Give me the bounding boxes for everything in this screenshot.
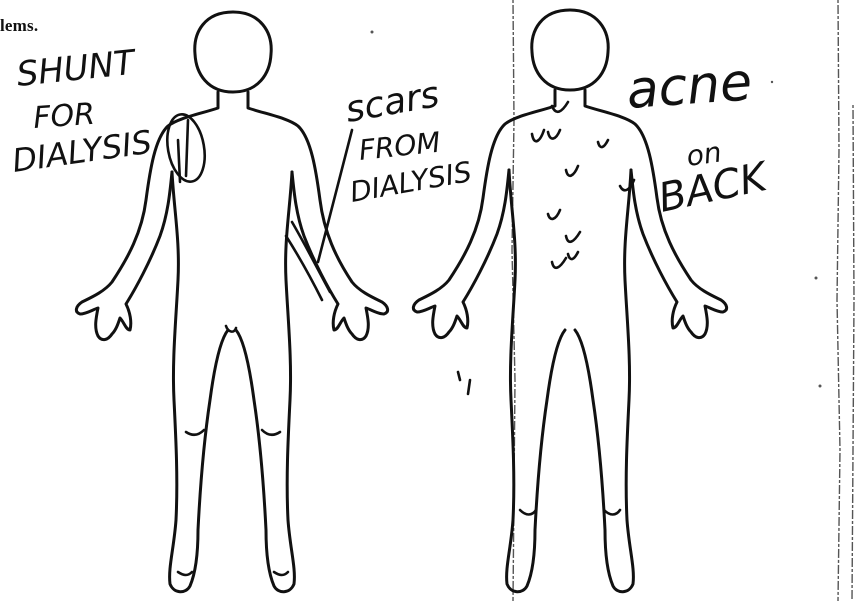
acne-mark	[566, 166, 578, 176]
acne-mark	[532, 130, 560, 141]
annotation-back: BACK	[655, 154, 774, 222]
scan-speck	[371, 31, 374, 34]
shunt-scribble-mark	[178, 120, 188, 182]
back-annotations: acne on BACK	[532, 52, 773, 267]
annotation-scars: scars	[342, 74, 442, 131]
scan-speck	[819, 385, 822, 388]
annotation-for: FOR	[32, 97, 96, 136]
scars-pointer-line	[318, 130, 352, 262]
acne-mark	[598, 140, 608, 147]
scan-speck	[771, 81, 773, 83]
annotation-shunt: SHUNT	[15, 43, 139, 95]
annotation-acne: acne	[625, 52, 754, 121]
acne-mark	[552, 252, 578, 268]
acne-mark	[548, 210, 560, 219]
right-edge-line	[852, 105, 854, 601]
front-body-outline	[76, 12, 387, 592]
scan-speck	[815, 277, 818, 280]
right-margin-line	[837, 0, 840, 601]
annotation-from: FROM	[357, 126, 442, 167]
stray-pen-mark	[458, 372, 470, 394]
acne-mark	[566, 232, 580, 242]
annotation-dialysis: DIALYSIS	[10, 123, 154, 180]
front-annotations: SHUNT FOR DIALYSIS scars FROM DIALYSIS	[10, 43, 474, 300]
